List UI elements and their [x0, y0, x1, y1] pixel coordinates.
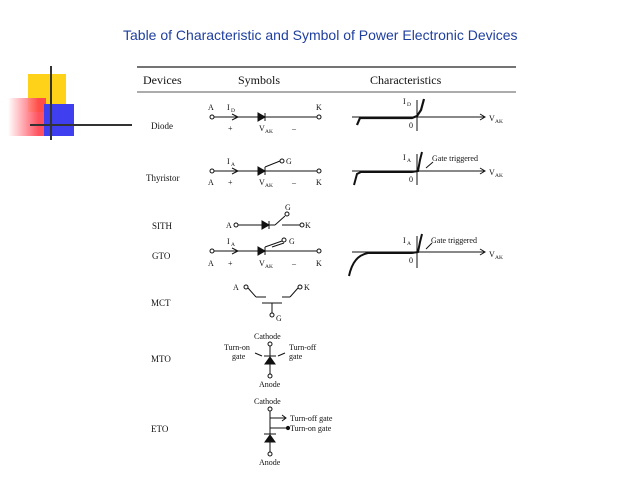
diode-label-plus: + — [228, 124, 233, 133]
gto-char-gate-triggered: Gate triggered — [431, 236, 477, 245]
gto-char-zero: 0 — [409, 256, 413, 265]
device-thyristor: Thyristor — [146, 173, 180, 183]
mto-label-gate-off: gate — [289, 352, 303, 361]
device-mto: MTO — [151, 354, 171, 364]
gto-label-a: A — [208, 259, 214, 268]
mct-label-g: G — [276, 314, 282, 323]
gto-char-v: V — [489, 250, 495, 259]
eto-label-cathode: Cathode — [254, 397, 281, 406]
gto-symbol — [209, 237, 322, 256]
mto-symbol — [254, 341, 286, 379]
gto-label-minus: – — [291, 259, 297, 268]
diode-char-ak: AK — [495, 119, 503, 125]
gto-label-sa: A — [231, 242, 235, 248]
deco-vertical-line — [50, 66, 52, 140]
thyristor-characteristic — [352, 151, 486, 186]
diode-char-v: V — [489, 114, 495, 123]
mto-label-turn-off: Turn-off — [289, 343, 316, 352]
thyristor-label-plus: + — [228, 178, 233, 187]
device-mct: MCT — [151, 298, 171, 308]
sith-symbol — [233, 211, 305, 230]
thyristor-char-a: A — [407, 158, 411, 164]
thyristor-label-a: A — [208, 178, 214, 187]
gto-label-ak: AK — [265, 264, 273, 270]
sith-label-a: A — [226, 221, 232, 230]
diode-label-v: V — [259, 124, 265, 133]
gto-char-a: A — [407, 241, 411, 247]
mct-label-a: A — [233, 283, 239, 292]
thyristor-label-minus: – — [291, 178, 297, 187]
gto-label-g: G — [289, 237, 295, 246]
gto-label-plus: + — [228, 259, 233, 268]
thyristor-char-v: V — [489, 168, 495, 177]
device-gto: GTO — [152, 251, 171, 261]
diode-label-a: A — [208, 103, 214, 112]
mto-label-cathode: Cathode — [254, 332, 281, 341]
diode-symbol — [209, 112, 322, 122]
eto-symbol — [264, 406, 291, 457]
gto-label-i: I — [227, 237, 230, 246]
eto-label-anode: Anode — [259, 458, 281, 467]
header-symbols: Symbols — [238, 73, 280, 87]
diode-label-i: I — [227, 103, 230, 112]
gto-label-k: K — [316, 259, 322, 268]
deco-blue-square — [44, 104, 74, 136]
thyristor-label-g: G — [286, 157, 292, 166]
thyristor-label-i: I — [227, 157, 230, 166]
header-characteristics: Characteristics — [370, 73, 442, 87]
mto-label-gate-on: gate — [232, 352, 246, 361]
diode-char-d: D — [407, 102, 411, 108]
device-sith: SITH — [152, 221, 173, 231]
diode-label-minus: – — [291, 124, 297, 133]
eto-label-turn-on-gate: Turn-on gate — [290, 424, 332, 433]
diode-label-d: D — [231, 108, 235, 114]
diode-char-i: I — [403, 97, 406, 106]
thyristor-label-v: V — [259, 178, 265, 187]
sith-label-k: K — [305, 221, 311, 230]
thyristor-label-k: K — [316, 178, 322, 187]
device-diode: Diode — [151, 121, 173, 131]
thyristor-label-ak: AK — [265, 183, 273, 189]
deco-red-square — [8, 98, 46, 136]
sith-label-g: G — [285, 203, 291, 212]
gto-char-ak: AK — [495, 255, 503, 261]
gto-characteristic — [348, 233, 486, 277]
gto-label-v: V — [259, 259, 265, 268]
diode-label-k: K — [316, 103, 322, 112]
diode-char-zero: 0 — [409, 121, 413, 130]
diode-characteristic — [352, 98, 486, 131]
gto-char-i: I — [403, 236, 406, 245]
diode-label-ak: AK — [265, 129, 273, 135]
thyristor-symbol — [209, 158, 322, 176]
thyristor-char-zero: 0 — [409, 175, 413, 184]
thyristor-char-gate-triggered: Gate triggered — [432, 154, 478, 163]
thyristor-label-sa: A — [231, 162, 235, 168]
device-eto: ETO — [151, 424, 169, 434]
deco-horizontal-line — [30, 124, 132, 126]
mct-label-k: K — [304, 283, 310, 292]
thyristor-char-i: I — [403, 153, 406, 162]
eto-label-turn-off-gate: Turn-off gate — [290, 414, 333, 423]
mto-label-turn-on: Turn-on — [224, 343, 250, 352]
mto-label-anode: Anode — [259, 380, 281, 389]
page-title: Table of Characteristic and Symbol of Po… — [123, 27, 518, 43]
header-devices: Devices — [143, 73, 182, 87]
mct-symbol — [243, 284, 303, 318]
thyristor-char-ak: AK — [495, 173, 503, 179]
